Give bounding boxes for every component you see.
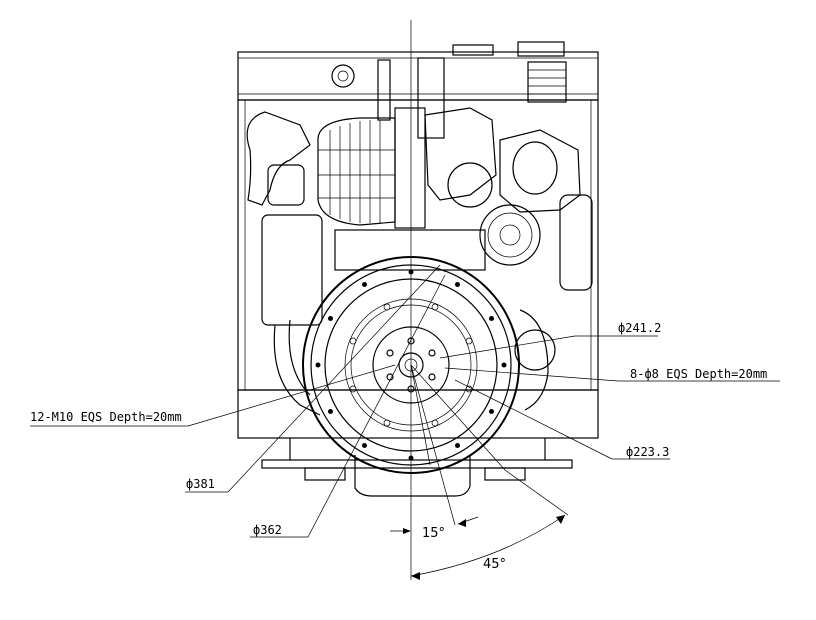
angle-dimensions: [390, 469, 569, 580]
label-angle-45: 45°: [483, 557, 506, 572]
label-8-holes: 8-ф8 EQS Depth=20mm: [630, 367, 767, 381]
vertical-pipe: [377, 59, 391, 121]
fuel-filter: [559, 194, 593, 291]
oil-pan: [354, 455, 471, 497]
intake-pipe-left: [246, 111, 311, 206]
engine-body: [237, 41, 599, 497]
turbo-housing: [394, 107, 426, 229]
air-duct-right: [499, 129, 581, 213]
filler-cap: [331, 64, 355, 88]
label-d381: ф381: [186, 477, 215, 491]
base-rail: [261, 459, 573, 469]
label-angle-15: 15°: [422, 526, 445, 541]
leader-lines: [30, 264, 780, 538]
label-d241: ф241.2: [618, 321, 661, 335]
d8-hole-pattern: [349, 303, 473, 427]
label-d362: ф362: [253, 523, 282, 537]
dimension-labels: ф241.2 8-ф8 EQS Depth=20mm 12-M10 EQS De…: [30, 321, 767, 572]
angle-45-arc: [410, 514, 566, 577]
air-filter: [317, 117, 396, 226]
starter-motor: [261, 214, 323, 326]
m10-hole-pattern: [315, 269, 507, 461]
center-lines: [410, 20, 506, 580]
bellows: [527, 61, 567, 103]
alternator: [479, 204, 541, 266]
label-d223: ф223.3: [626, 445, 669, 459]
label-12-m10-holes: 12-M10 EQS Depth=20mm: [30, 410, 182, 424]
main-frame: [237, 99, 599, 391]
